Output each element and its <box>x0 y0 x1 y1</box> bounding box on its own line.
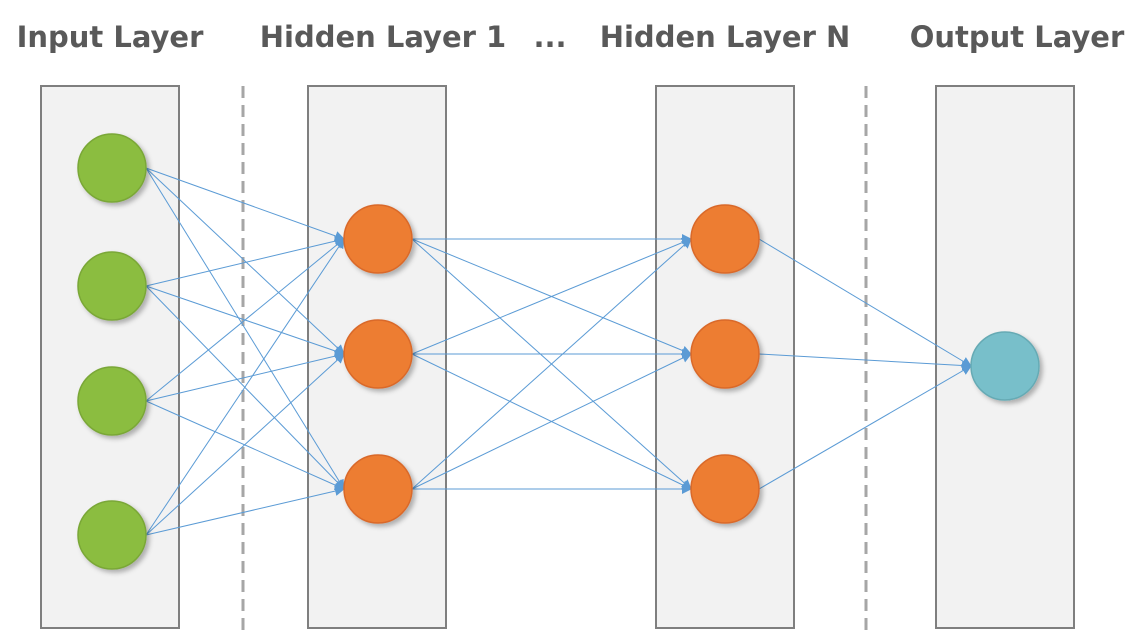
ellipsis-label: ... <box>533 20 566 54</box>
input-node-4 <box>77 500 147 570</box>
output-layer-title: Output Layer <box>910 20 1125 54</box>
connection-edges <box>145 167 972 536</box>
input-node-3 <box>77 366 147 436</box>
hidden-layer-n-title: Hidden Layer N <box>600 20 851 54</box>
edge-input-1-to-hidden-1-2 <box>145 167 345 355</box>
edge-hidden-1-2-to-hidden-n-1 <box>411 237 692 355</box>
output-node-1 <box>970 331 1040 401</box>
edge-hidden-n-2-to-output-1 <box>758 353 972 371</box>
hidden-n-node-1 <box>690 204 760 274</box>
edge-hidden-1-3-to-hidden-n-1 <box>411 238 692 490</box>
hidden-1-node-3 <box>343 454 413 524</box>
hidden-n-node-3 <box>690 454 760 524</box>
hidden-n-node-2 <box>690 319 760 389</box>
edge-hidden-n-1-to-output-1 <box>758 238 972 367</box>
hidden-1-node-2 <box>343 319 413 389</box>
edge-input-4-to-hidden-1-1 <box>145 238 345 536</box>
edge-hidden-n-3-to-output-1 <box>758 365 972 490</box>
edge-input-3-to-hidden-1-1 <box>145 238 345 402</box>
input-layer-title: Input Layer <box>17 20 205 54</box>
hidden-layer-1-title: Hidden Layer 1 <box>260 20 506 54</box>
input-node-1 <box>77 133 147 203</box>
input-node-2 <box>77 251 147 321</box>
edge-input-1-to-hidden-1-3 <box>145 167 345 490</box>
edge-input-1-to-hidden-1-1 <box>145 167 345 241</box>
edge-input-4-to-hidden-1-3 <box>145 486 345 536</box>
edge-input-4-to-hidden-1-2 <box>145 353 345 536</box>
network-nodes <box>77 133 1040 570</box>
hidden-1-node-1 <box>343 204 413 274</box>
edge-hidden-1-3-to-hidden-n-2 <box>411 353 692 490</box>
edge-input-3-to-hidden-1-2 <box>145 351 345 402</box>
edge-input-2-to-hidden-1-1 <box>145 236 345 287</box>
